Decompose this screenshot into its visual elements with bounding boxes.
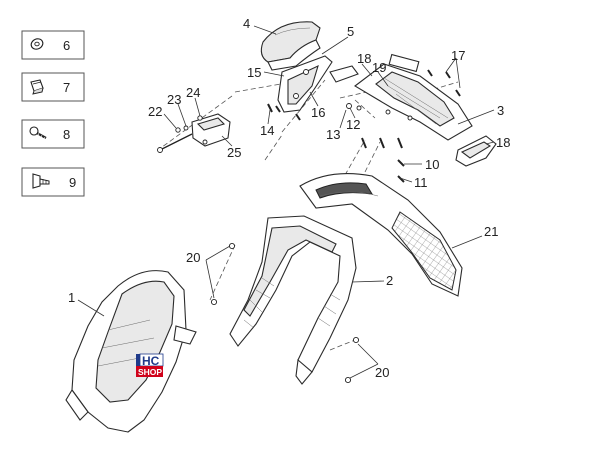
part-rear-undertray bbox=[229, 215, 357, 385]
flat-washer-icon bbox=[30, 38, 44, 50]
legend-item-7: 7 bbox=[21, 72, 85, 102]
legend-number: 6 bbox=[63, 38, 70, 53]
callout-14: 14 bbox=[260, 123, 274, 138]
hardware-screws-20 bbox=[210, 242, 360, 384]
callout-20b: 20 bbox=[375, 365, 389, 380]
part-plate-bracket bbox=[157, 113, 231, 153]
callout-3: 3 bbox=[497, 103, 504, 118]
legend-number: 9 bbox=[69, 175, 76, 190]
callout-10: 10 bbox=[425, 157, 439, 172]
legend-item-6: 6 bbox=[21, 30, 85, 60]
part-seat-cowl bbox=[260, 21, 321, 71]
clip-nut-icon bbox=[30, 79, 44, 95]
screw-icon bbox=[29, 126, 47, 140]
callout-12: 12 bbox=[346, 117, 360, 132]
part-reflector bbox=[455, 135, 497, 167]
part-tail-light bbox=[299, 173, 463, 297]
callout-15: 15 bbox=[247, 65, 261, 80]
callout-24: 24 bbox=[186, 85, 200, 100]
legend-number: 8 bbox=[63, 127, 70, 142]
callout-16: 16 bbox=[311, 105, 325, 120]
logo-text-hc: HC bbox=[142, 354, 160, 368]
callout-25: 25 bbox=[227, 145, 241, 160]
legend-item-9: 9 bbox=[21, 167, 85, 197]
callout-20a: 20 bbox=[186, 250, 200, 265]
assembly-lines bbox=[157, 79, 459, 351]
callout-19: 19 bbox=[372, 60, 386, 75]
callout-17: 17 bbox=[451, 48, 465, 63]
logo-text-shop: SHOP bbox=[138, 367, 162, 377]
callout-18a: 18 bbox=[357, 51, 371, 66]
callout-21: 21 bbox=[484, 224, 498, 239]
part-mounting-bracket bbox=[277, 55, 333, 113]
self-tapping-screw-icon bbox=[32, 173, 50, 189]
callout-11: 11 bbox=[414, 175, 428, 190]
callout-5: 5 bbox=[347, 24, 354, 39]
callout-1: 1 bbox=[68, 290, 75, 305]
callout-2: 2 bbox=[386, 273, 393, 288]
callout-13: 13 bbox=[326, 127, 340, 142]
legend-item-8: 8 bbox=[21, 119, 85, 149]
callout-18b: 18 bbox=[496, 135, 510, 150]
hardware-screws-right bbox=[346, 69, 461, 183]
legend-number: 7 bbox=[63, 80, 70, 95]
callout-22: 22 bbox=[148, 104, 162, 119]
hc-shop-logo: HC SHOP bbox=[136, 353, 164, 377]
hardware-screws-left bbox=[175, 103, 301, 145]
callout-numbers: 1 2 3 4 5 10 11 12 13 14 15 16 17 18 18 … bbox=[68, 16, 510, 380]
part-license-plate-holder bbox=[329, 53, 473, 141]
part-rear-mudguard bbox=[65, 270, 197, 433]
leader-lines bbox=[77, 25, 495, 379]
callout-23: 23 bbox=[167, 92, 181, 107]
callout-4: 4 bbox=[243, 16, 250, 31]
